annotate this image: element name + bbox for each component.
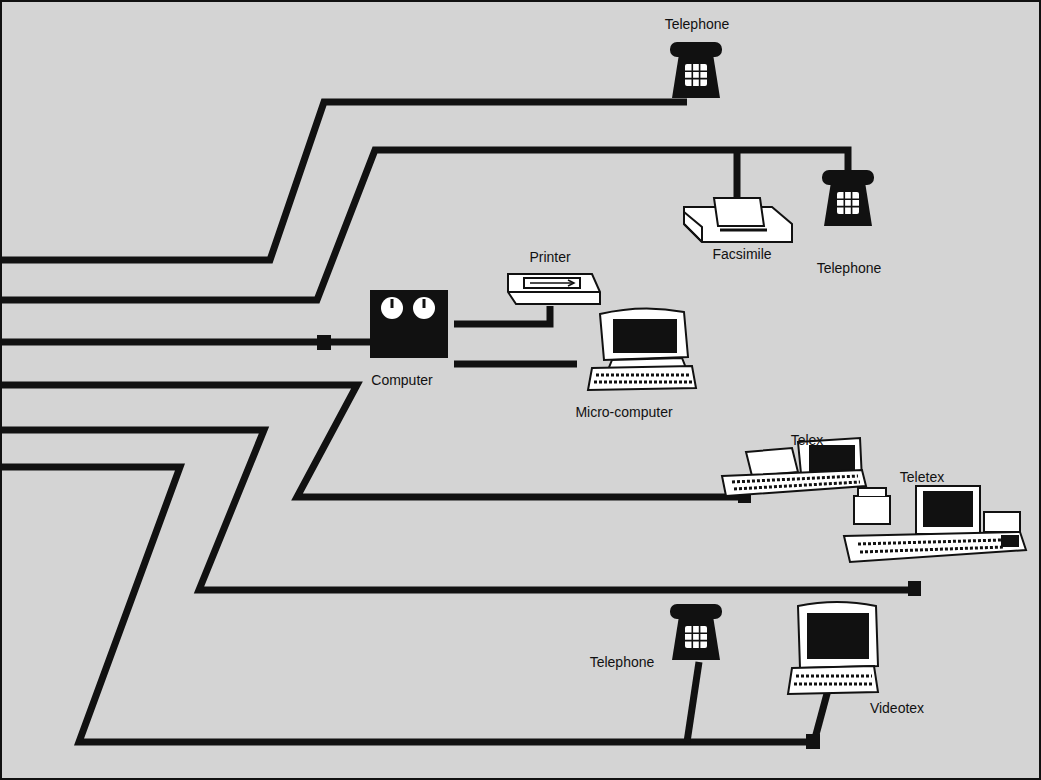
line-sockets — [317, 335, 921, 749]
teletex-icon — [844, 486, 1026, 562]
device-label: Micro-computer — [575, 403, 672, 421]
telephone-node: Telephone — [587, 600, 727, 672]
computer-node: Computer — [364, 288, 454, 394]
facsimile-node: Facsimile — [677, 190, 797, 264]
device-label: Computer — [371, 371, 432, 389]
line-branch — [734, 150, 741, 202]
telecom-lines — [2, 102, 917, 742]
telephone-icon — [822, 170, 874, 226]
line — [2, 430, 917, 590]
device-label: Facsimile — [712, 245, 771, 263]
line-branch — [687, 662, 699, 742]
telephone-icon — [670, 42, 722, 98]
device-label: Telex — [791, 431, 824, 449]
telephone-node: Telephone — [807, 166, 892, 278]
telex-node: Telex — [714, 430, 869, 500]
facsimile-icon — [684, 198, 792, 242]
teletex-node: Teletex — [842, 466, 1032, 566]
device-label: Telephone — [665, 15, 730, 33]
line — [2, 150, 848, 300]
device-label: Telephone — [590, 653, 655, 671]
device-label: Telephone — [817, 259, 882, 277]
line — [2, 467, 814, 742]
telephone-icon — [670, 604, 722, 660]
device-label: Videotex — [870, 699, 924, 717]
printer-node: Printer — [502, 246, 604, 306]
printer-icon — [508, 274, 600, 304]
videotex-icon — [788, 602, 878, 694]
device-label: Printer — [529, 248, 570, 266]
computer-icon — [370, 290, 448, 358]
connector — [454, 364, 577, 365]
videotex-node: Videotex — [782, 600, 932, 700]
telephone-node: Telephone — [657, 10, 732, 102]
micro-computer-node: Micro-computer — [577, 304, 702, 422]
micro-computer-icon — [588, 308, 696, 390]
connector — [454, 306, 550, 324]
device-label: Teletex — [900, 468, 944, 486]
line — [2, 339, 370, 346]
line — [2, 385, 747, 497]
